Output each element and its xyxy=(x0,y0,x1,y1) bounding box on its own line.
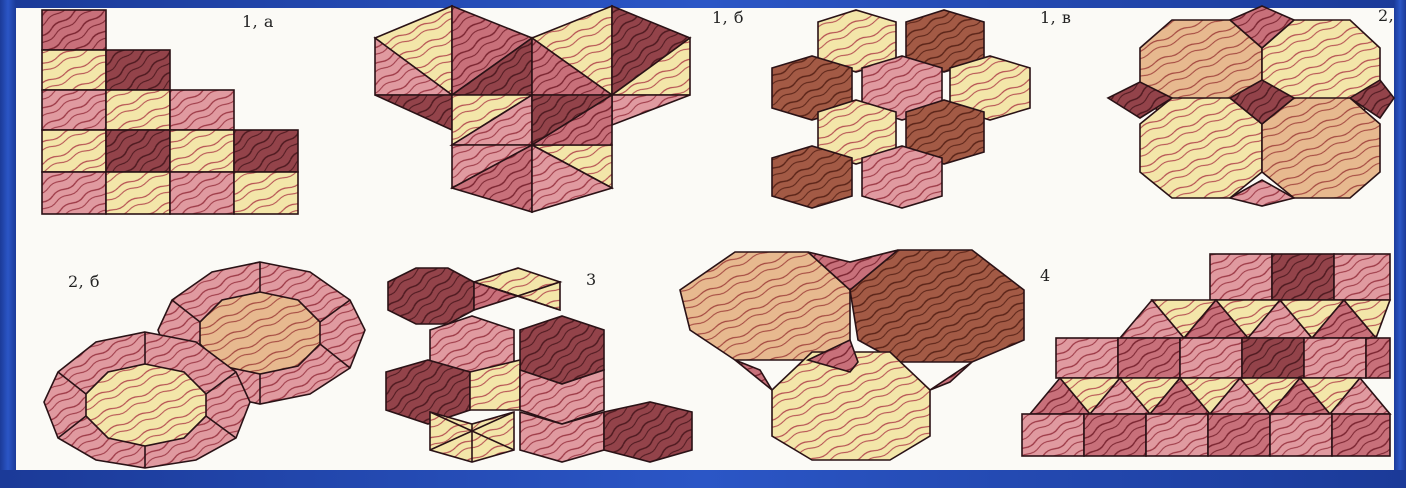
label-figure-3: 3 xyxy=(586,270,597,289)
figure-2b-decagons xyxy=(44,262,365,468)
label-figure-1a: 1, а xyxy=(242,12,274,31)
figure-1a-squares xyxy=(42,10,298,214)
figure-4-band xyxy=(1022,254,1390,456)
label-figure-2a: 2, xyxy=(1378,6,1394,25)
figure-3-hex-triangles xyxy=(386,268,692,462)
figure-1b-triangles xyxy=(375,6,690,212)
label-figure-1c: 1, в xyxy=(1040,8,1071,27)
figure-2a-octagons xyxy=(1108,6,1394,206)
label-figure-2b: 2, б xyxy=(68,272,100,291)
figure-large-octagons xyxy=(680,250,1024,460)
figure-1c-hexagons xyxy=(772,10,1030,208)
label-figure-1b: 1, б xyxy=(712,8,744,27)
label-figure-4: 4 xyxy=(1040,266,1051,285)
